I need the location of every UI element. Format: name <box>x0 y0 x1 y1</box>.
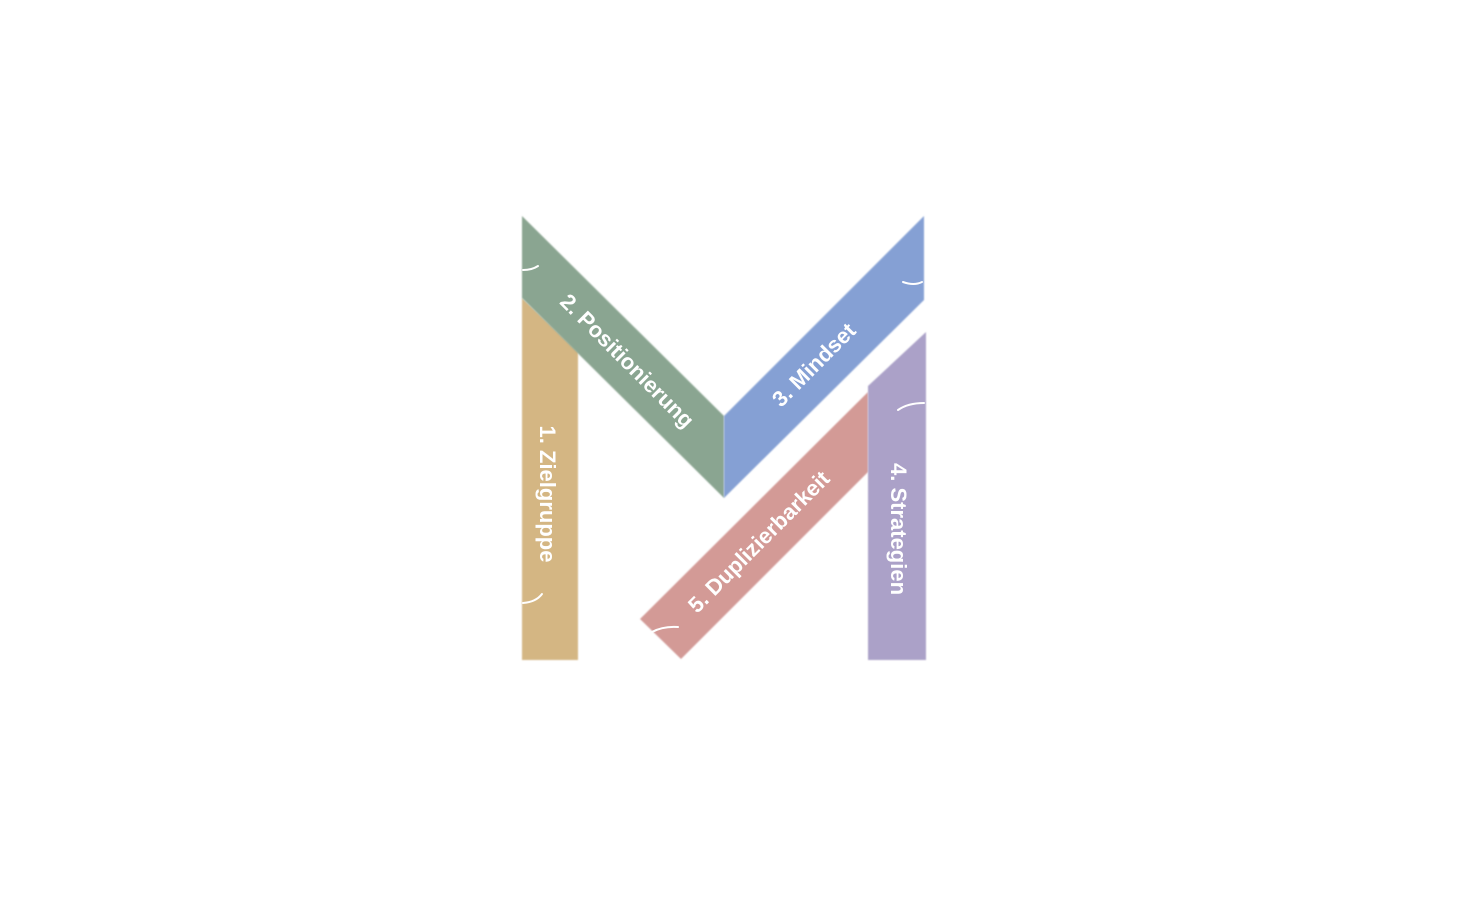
label-strategien: 4. Strategien <box>886 463 911 595</box>
stroke-strategien-shape <box>868 332 926 660</box>
bracket-mark-zielgruppe <box>522 593 543 604</box>
label-duplizierbarkeit: 5. Duplizierbarkeit <box>683 465 835 617</box>
stroke-positionierung <box>522 216 724 498</box>
label-zielgruppe: 1. Zielgruppe <box>535 426 560 563</box>
stroke-mindset <box>724 216 924 498</box>
stroke-positionierung-shape <box>522 216 724 498</box>
bracket-mark-duplizierbarkeit <box>651 625 679 633</box>
stroke-duplizierbarkeit-shape <box>640 392 868 659</box>
stroke-strategien <box>868 332 926 660</box>
bracket-mark-mindset <box>902 281 923 285</box>
bracket-mark-strategien-top <box>897 402 925 411</box>
stroke-mindset-shape <box>724 216 924 498</box>
bracket-mark-positionierung <box>522 265 539 271</box>
stroke-duplizierbarkeit <box>640 392 868 659</box>
stroke-zielgruppe-shape <box>522 298 578 660</box>
stroke-zielgruppe <box>522 298 578 660</box>
